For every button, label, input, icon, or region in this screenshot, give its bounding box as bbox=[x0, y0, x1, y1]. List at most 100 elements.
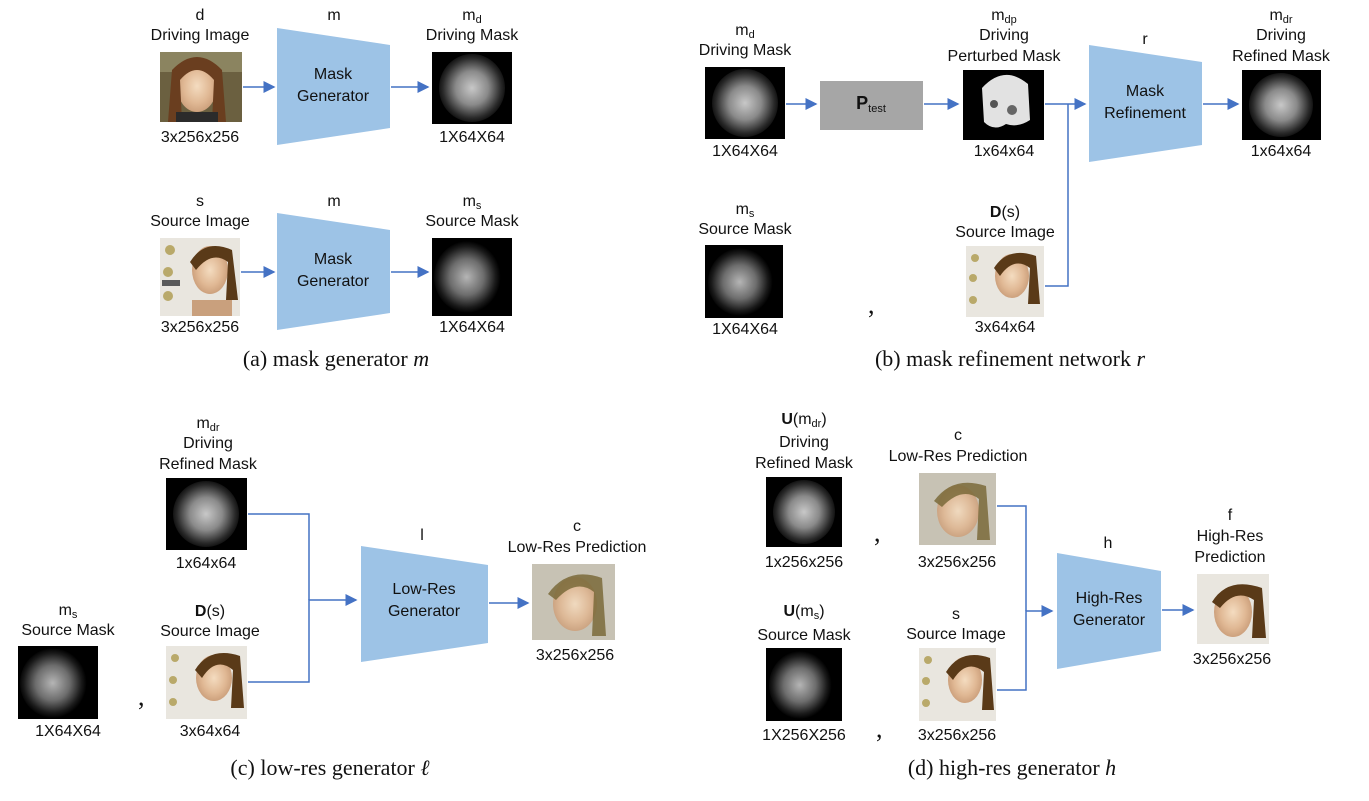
d-comma-1: , bbox=[874, 518, 881, 547]
source-mask-symbol: ms bbox=[462, 193, 482, 212]
high-res-generator-symbol: h bbox=[1103, 535, 1113, 552]
downsampled-source-image-c bbox=[166, 646, 247, 719]
mask-generator-trapezoid bbox=[277, 28, 390, 145]
d-upsampled-refined-mask-symbol: U(mdr) bbox=[781, 411, 827, 430]
d-source-image-symbol: s bbox=[952, 606, 960, 623]
b-downsampled-source-symbol: D(s) bbox=[989, 204, 1021, 221]
d-source-image-dims: 3x256x256 bbox=[917, 727, 997, 744]
refined-mask-line1: Driving bbox=[1256, 27, 1306, 44]
driving-refined-mask-image-c bbox=[166, 478, 247, 550]
caption-b: (b) mask refinement network r bbox=[874, 346, 1146, 371]
driving-mask-label: Driving Mask bbox=[425, 27, 519, 44]
d-comma-2: , bbox=[876, 714, 883, 743]
b-comma: , bbox=[868, 290, 875, 319]
d-source-image-label: Source Image bbox=[906, 626, 1006, 643]
b-driving-mask-symbol: md bbox=[735, 22, 755, 41]
mask-refinement-trapezoid bbox=[1089, 45, 1202, 162]
c-downsampled-source-label: Source Image bbox=[160, 623, 260, 640]
source-mask-dims: 1X64X64 bbox=[439, 319, 505, 336]
panel-c bbox=[18, 478, 615, 719]
driving-refined-mask-image bbox=[1242, 70, 1321, 140]
b-source-mask-symbol: ms bbox=[735, 201, 755, 220]
driving-mask-dims: 1X64X64 bbox=[439, 129, 505, 146]
d-low-res-prediction-symbol: c bbox=[954, 427, 962, 444]
d-low-res-prediction-label: Low-Res Prediction bbox=[888, 448, 1028, 465]
c-downsampled-source-dims: 3x64x64 bbox=[179, 723, 241, 740]
high-res-prediction-line1: High-Res bbox=[1196, 528, 1264, 545]
driving-image-label: Driving Image bbox=[150, 27, 250, 44]
high-res-prediction-dims: 3x256x256 bbox=[1192, 651, 1272, 668]
driving-mask-symbol: md bbox=[462, 7, 482, 26]
source-image bbox=[160, 238, 240, 316]
mask-generator-trapezoid-2 bbox=[277, 213, 390, 330]
driving-image bbox=[160, 52, 242, 122]
d-upsampled-refined-mask-dims: 1x256x256 bbox=[764, 554, 844, 571]
c-refined-mask-line1: Driving bbox=[183, 435, 233, 452]
low-res-generator-symbol: l bbox=[420, 527, 424, 544]
d-upsampled-source-mask-symbol: U(ms) bbox=[783, 603, 825, 622]
downsampled-source-image-b bbox=[966, 246, 1044, 317]
source-image-label: Source Image bbox=[150, 213, 250, 230]
driving-mask-image bbox=[432, 52, 512, 124]
d-upsampled-refined-mask-line1: Driving bbox=[779, 434, 829, 451]
source-mask-image bbox=[432, 238, 512, 316]
refined-mask-dims: 1x64x64 bbox=[1250, 143, 1312, 160]
panel-b bbox=[705, 45, 1321, 318]
c-source-mask-dims: 1X64X64 bbox=[35, 723, 101, 740]
source-mask-image-b bbox=[705, 245, 783, 318]
b-source-mask-label: Source Mask bbox=[698, 221, 792, 238]
ptest-box bbox=[820, 81, 923, 130]
source-image-d bbox=[919, 648, 996, 721]
perturbed-mask-line2: Perturbed Mask bbox=[947, 48, 1061, 65]
source-image-dims: 3x256x256 bbox=[160, 319, 240, 336]
c-downsampled-source-symbol: D(s) bbox=[194, 603, 226, 620]
mask-generator-symbol-2: m bbox=[327, 193, 341, 210]
low-res-prediction-image bbox=[532, 564, 615, 640]
b-downsampled-source-dims: 3x64x64 bbox=[974, 319, 1036, 336]
caption-a: (a) mask generator m bbox=[242, 346, 430, 371]
source-image-symbol: s bbox=[196, 193, 204, 210]
c-refined-mask-line2: Refined Mask bbox=[159, 456, 257, 473]
b-source-mask-dims: 1X64X64 bbox=[712, 321, 778, 338]
panel-d bbox=[766, 473, 1269, 721]
ptest-label: Ptest bbox=[856, 93, 886, 115]
b-driving-mask-dims: 1X64X64 bbox=[712, 143, 778, 160]
panel-a bbox=[160, 28, 512, 330]
caption-c: (c) low-res generator ℓ bbox=[230, 755, 430, 780]
driving-mask-image-b bbox=[705, 67, 785, 139]
c-source-mask-label: Source Mask bbox=[21, 622, 115, 639]
c-source-mask-symbol: ms bbox=[58, 602, 78, 621]
c-low-res-prediction-dims: 3x256x256 bbox=[535, 647, 615, 664]
high-res-prediction-image bbox=[1197, 574, 1269, 644]
low-res-prediction-image-d bbox=[919, 473, 996, 545]
perturbed-mask-dims: 1x64x64 bbox=[973, 143, 1035, 160]
driving-image-dims: 3x256x256 bbox=[160, 129, 240, 146]
source-mask-image-c bbox=[18, 646, 98, 719]
d-upsampled-refined-mask-line2: Refined Mask bbox=[755, 455, 853, 472]
upsampled-driving-refined-mask-image bbox=[766, 477, 842, 547]
low-res-generator-trapezoid bbox=[361, 546, 488, 662]
c-refined-mask-dims: 1x64x64 bbox=[175, 555, 237, 572]
perturbed-mask-line1: Driving bbox=[979, 27, 1029, 44]
upsampled-source-mask-image bbox=[766, 648, 842, 721]
high-res-generator-trapezoid bbox=[1057, 553, 1161, 669]
mask-generator-symbol: m bbox=[327, 7, 341, 24]
high-res-prediction-symbol: f bbox=[1227, 507, 1233, 524]
c-refined-mask-symbol: mdr bbox=[196, 415, 220, 434]
c-comma: , bbox=[138, 682, 145, 711]
caption-d: (d) high-res generator h bbox=[907, 755, 1117, 780]
b-driving-mask-label: Driving Mask bbox=[698, 42, 792, 59]
c-low-res-prediction-label: Low-Res Prediction bbox=[507, 539, 647, 556]
driving-perturbed-mask-image bbox=[963, 70, 1044, 140]
driving-image-symbol: d bbox=[195, 7, 205, 24]
refined-mask-line2: Refined Mask bbox=[1232, 48, 1330, 65]
c-low-res-prediction-symbol: c bbox=[573, 518, 581, 535]
refined-mask-symbol: mdr bbox=[1269, 7, 1293, 26]
d-upsampled-source-mask-dims: 1X256X256 bbox=[762, 727, 846, 744]
